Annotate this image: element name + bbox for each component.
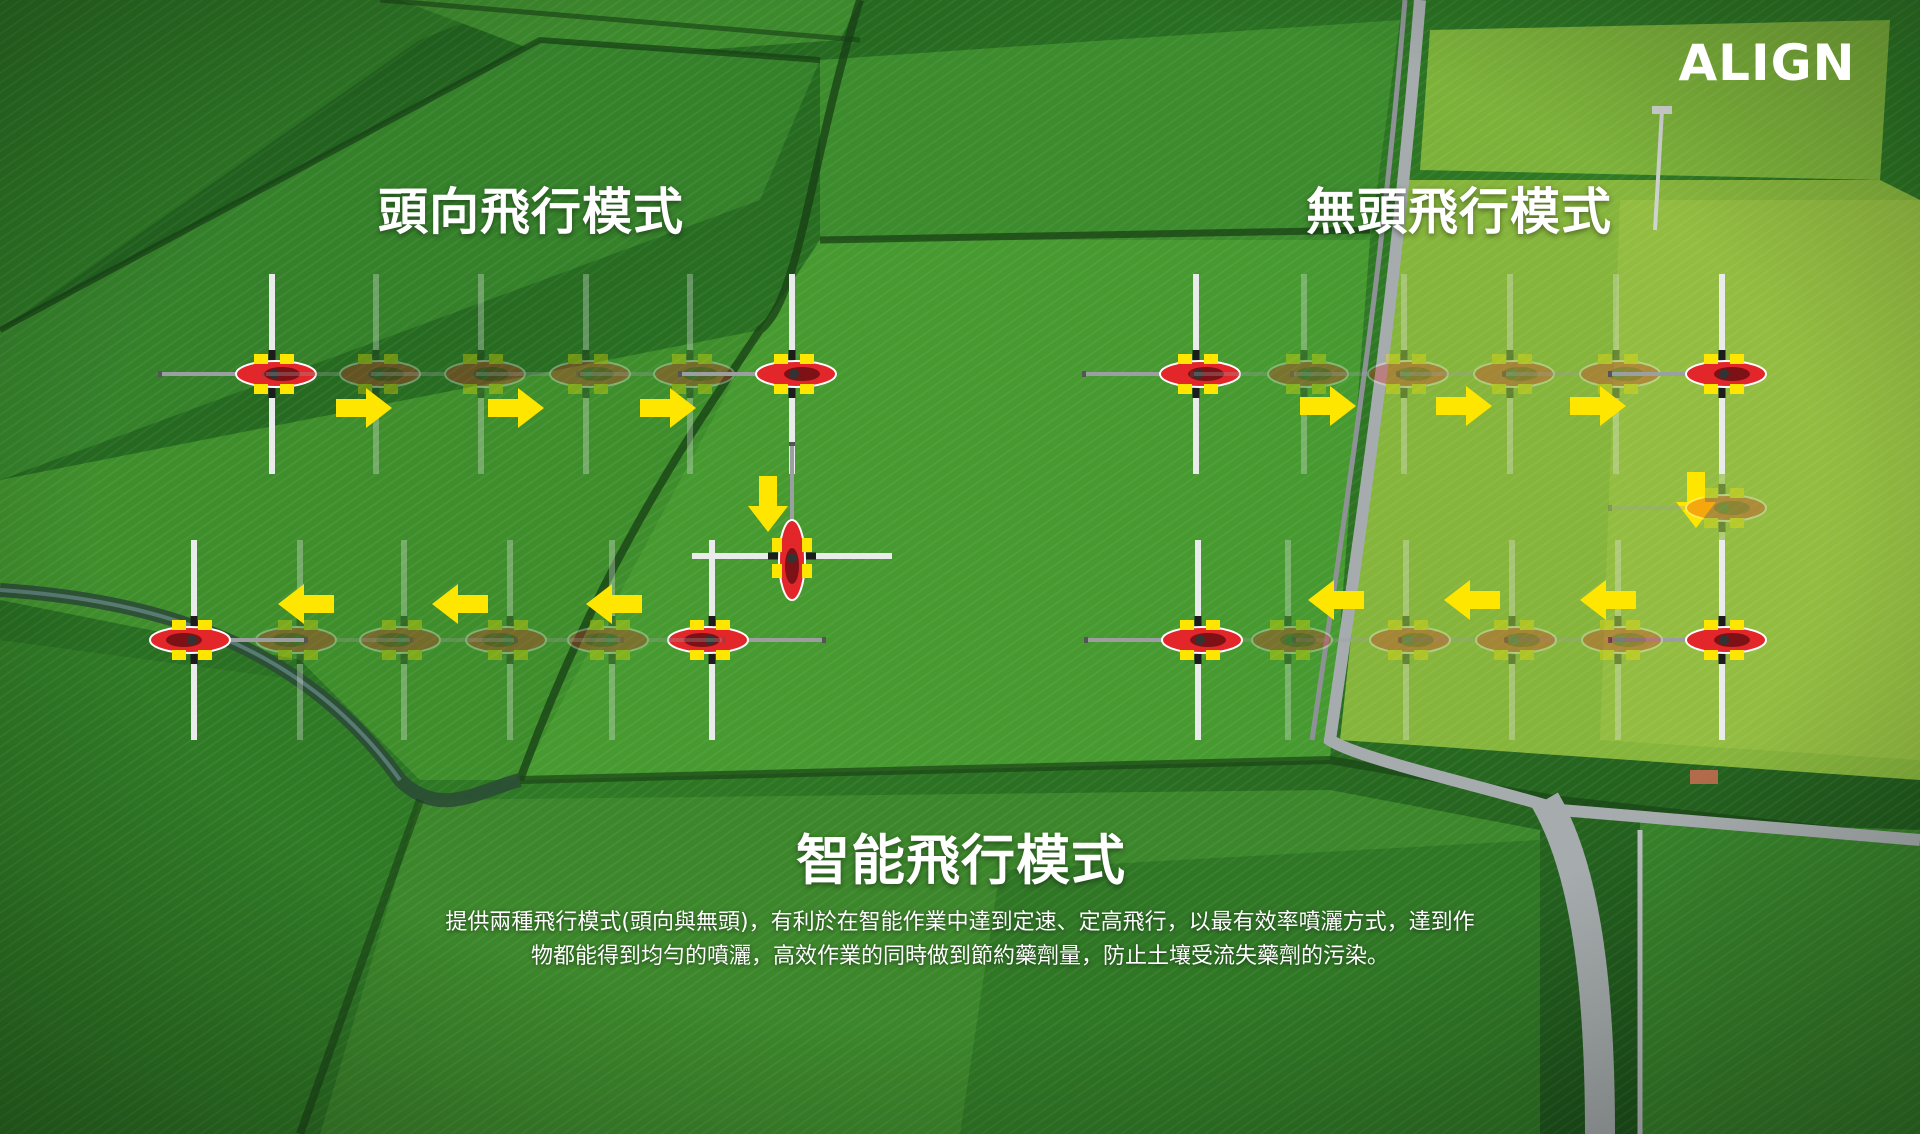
heading-mode-title: 頭向飛行模式 [378, 183, 684, 241]
arrow-left-icon [1308, 580, 1364, 620]
logo-text: ALIGN [1678, 34, 1855, 90]
arrow-left-icon [1580, 580, 1636, 620]
arrow-left-icon [278, 584, 334, 624]
smart-flight-mode-title: 智能飛行模式 [796, 829, 1126, 892]
headless-mode-title: 無頭飛行模式 [1306, 183, 1612, 241]
heading-mode-turn [690, 442, 894, 602]
headless-mode-row-bottom [1084, 538, 1768, 742]
headless-mode-row-top [1082, 272, 1768, 476]
description-line-2: 物都能得到均勻的噴灑，高效作業的同時做到節約藥劑量，防止土壤受流失藥劑的污染。 [530, 944, 1389, 969]
arrow-left-icon [432, 584, 488, 624]
description-text: 提供兩種飛行模式(頭向與無頭)，有利於在智能作業中達到定速、定高飛行，以最有效率… [340, 906, 1580, 974]
heading-mode-row-bottom [148, 538, 826, 742]
align-logo: ALIGN [1678, 34, 1855, 90]
headless-mode-turn [1608, 406, 1768, 610]
arrow-down-icon [748, 476, 788, 532]
heading-mode-row-top [158, 272, 838, 476]
description-line-1: 提供兩種飛行模式(頭向與無頭)，有利於在智能作業中達到定速、定高飛行，以最有效率… [445, 910, 1475, 935]
arrow-left-icon [1444, 580, 1500, 620]
